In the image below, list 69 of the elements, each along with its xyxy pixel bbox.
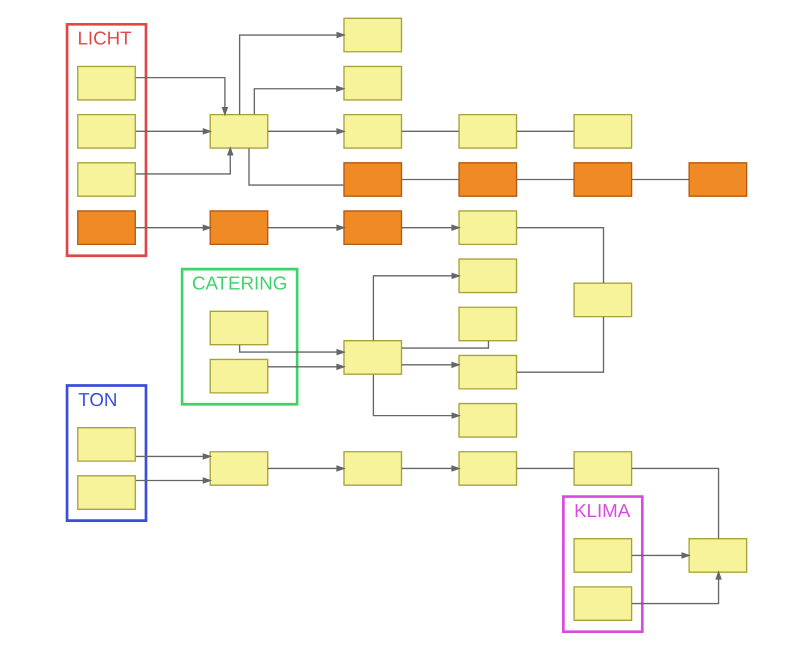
node-box (573, 538, 632, 573)
arrow (268, 364, 346, 370)
node-box (688, 538, 748, 573)
node-box (77, 475, 136, 510)
arrow (632, 570, 722, 604)
node-box (343, 18, 402, 52)
node-box (77, 427, 136, 462)
node-box (458, 402, 518, 438)
arrow (402, 465, 461, 472)
arrow (268, 128, 346, 135)
node-box (573, 162, 632, 197)
node-box (343, 210, 402, 246)
connector (402, 178, 459, 180)
node-box (343, 340, 402, 375)
connector (402, 340, 490, 349)
node-box (573, 586, 632, 621)
arrow (136, 224, 212, 231)
node-box (573, 282, 632, 318)
cluster: LICHT (66, 22, 148, 258)
arrow (402, 224, 461, 231)
connector (632, 468, 720, 539)
node-box (458, 258, 518, 294)
node-box (688, 162, 748, 197)
connector (516, 468, 574, 470)
connector (248, 148, 344, 186)
node-box (343, 114, 402, 149)
connector (402, 130, 459, 132)
node-box (343, 66, 402, 101)
node-box (458, 354, 518, 390)
cluster: CATERING (180, 268, 298, 406)
node-box (343, 451, 402, 486)
arrow (136, 76, 228, 116)
arrow (136, 477, 212, 484)
arrow (372, 272, 461, 341)
connector (516, 178, 574, 180)
node-box (343, 162, 402, 197)
arrow (238, 32, 346, 115)
connector (516, 130, 574, 132)
node-box (77, 210, 136, 246)
arrow (254, 85, 346, 115)
node-box (210, 358, 268, 394)
node-box (77, 162, 136, 197)
node-box (458, 306, 518, 342)
cluster: TON (66, 384, 148, 522)
cluster: KLIMA (562, 495, 644, 634)
node-box (458, 210, 518, 246)
arrow (632, 552, 691, 559)
node-box (573, 451, 632, 486)
arrow (402, 362, 461, 368)
connector (632, 178, 689, 180)
connector (517, 227, 604, 284)
node-box (210, 114, 268, 149)
arrow (136, 453, 212, 460)
node-box (210, 310, 268, 346)
arrow (238, 345, 346, 356)
node-box (210, 210, 268, 246)
arrow (372, 374, 461, 419)
node-box (458, 451, 518, 486)
arrow (268, 465, 346, 472)
node-box (458, 162, 518, 197)
node-box (77, 114, 136, 149)
connector (517, 316, 604, 373)
node-box (210, 451, 268, 486)
node-box (573, 114, 632, 149)
arrow (136, 146, 234, 175)
node-box (458, 114, 518, 149)
arrow (136, 128, 212, 135)
node-box (77, 66, 136, 101)
arrow (268, 224, 346, 231)
